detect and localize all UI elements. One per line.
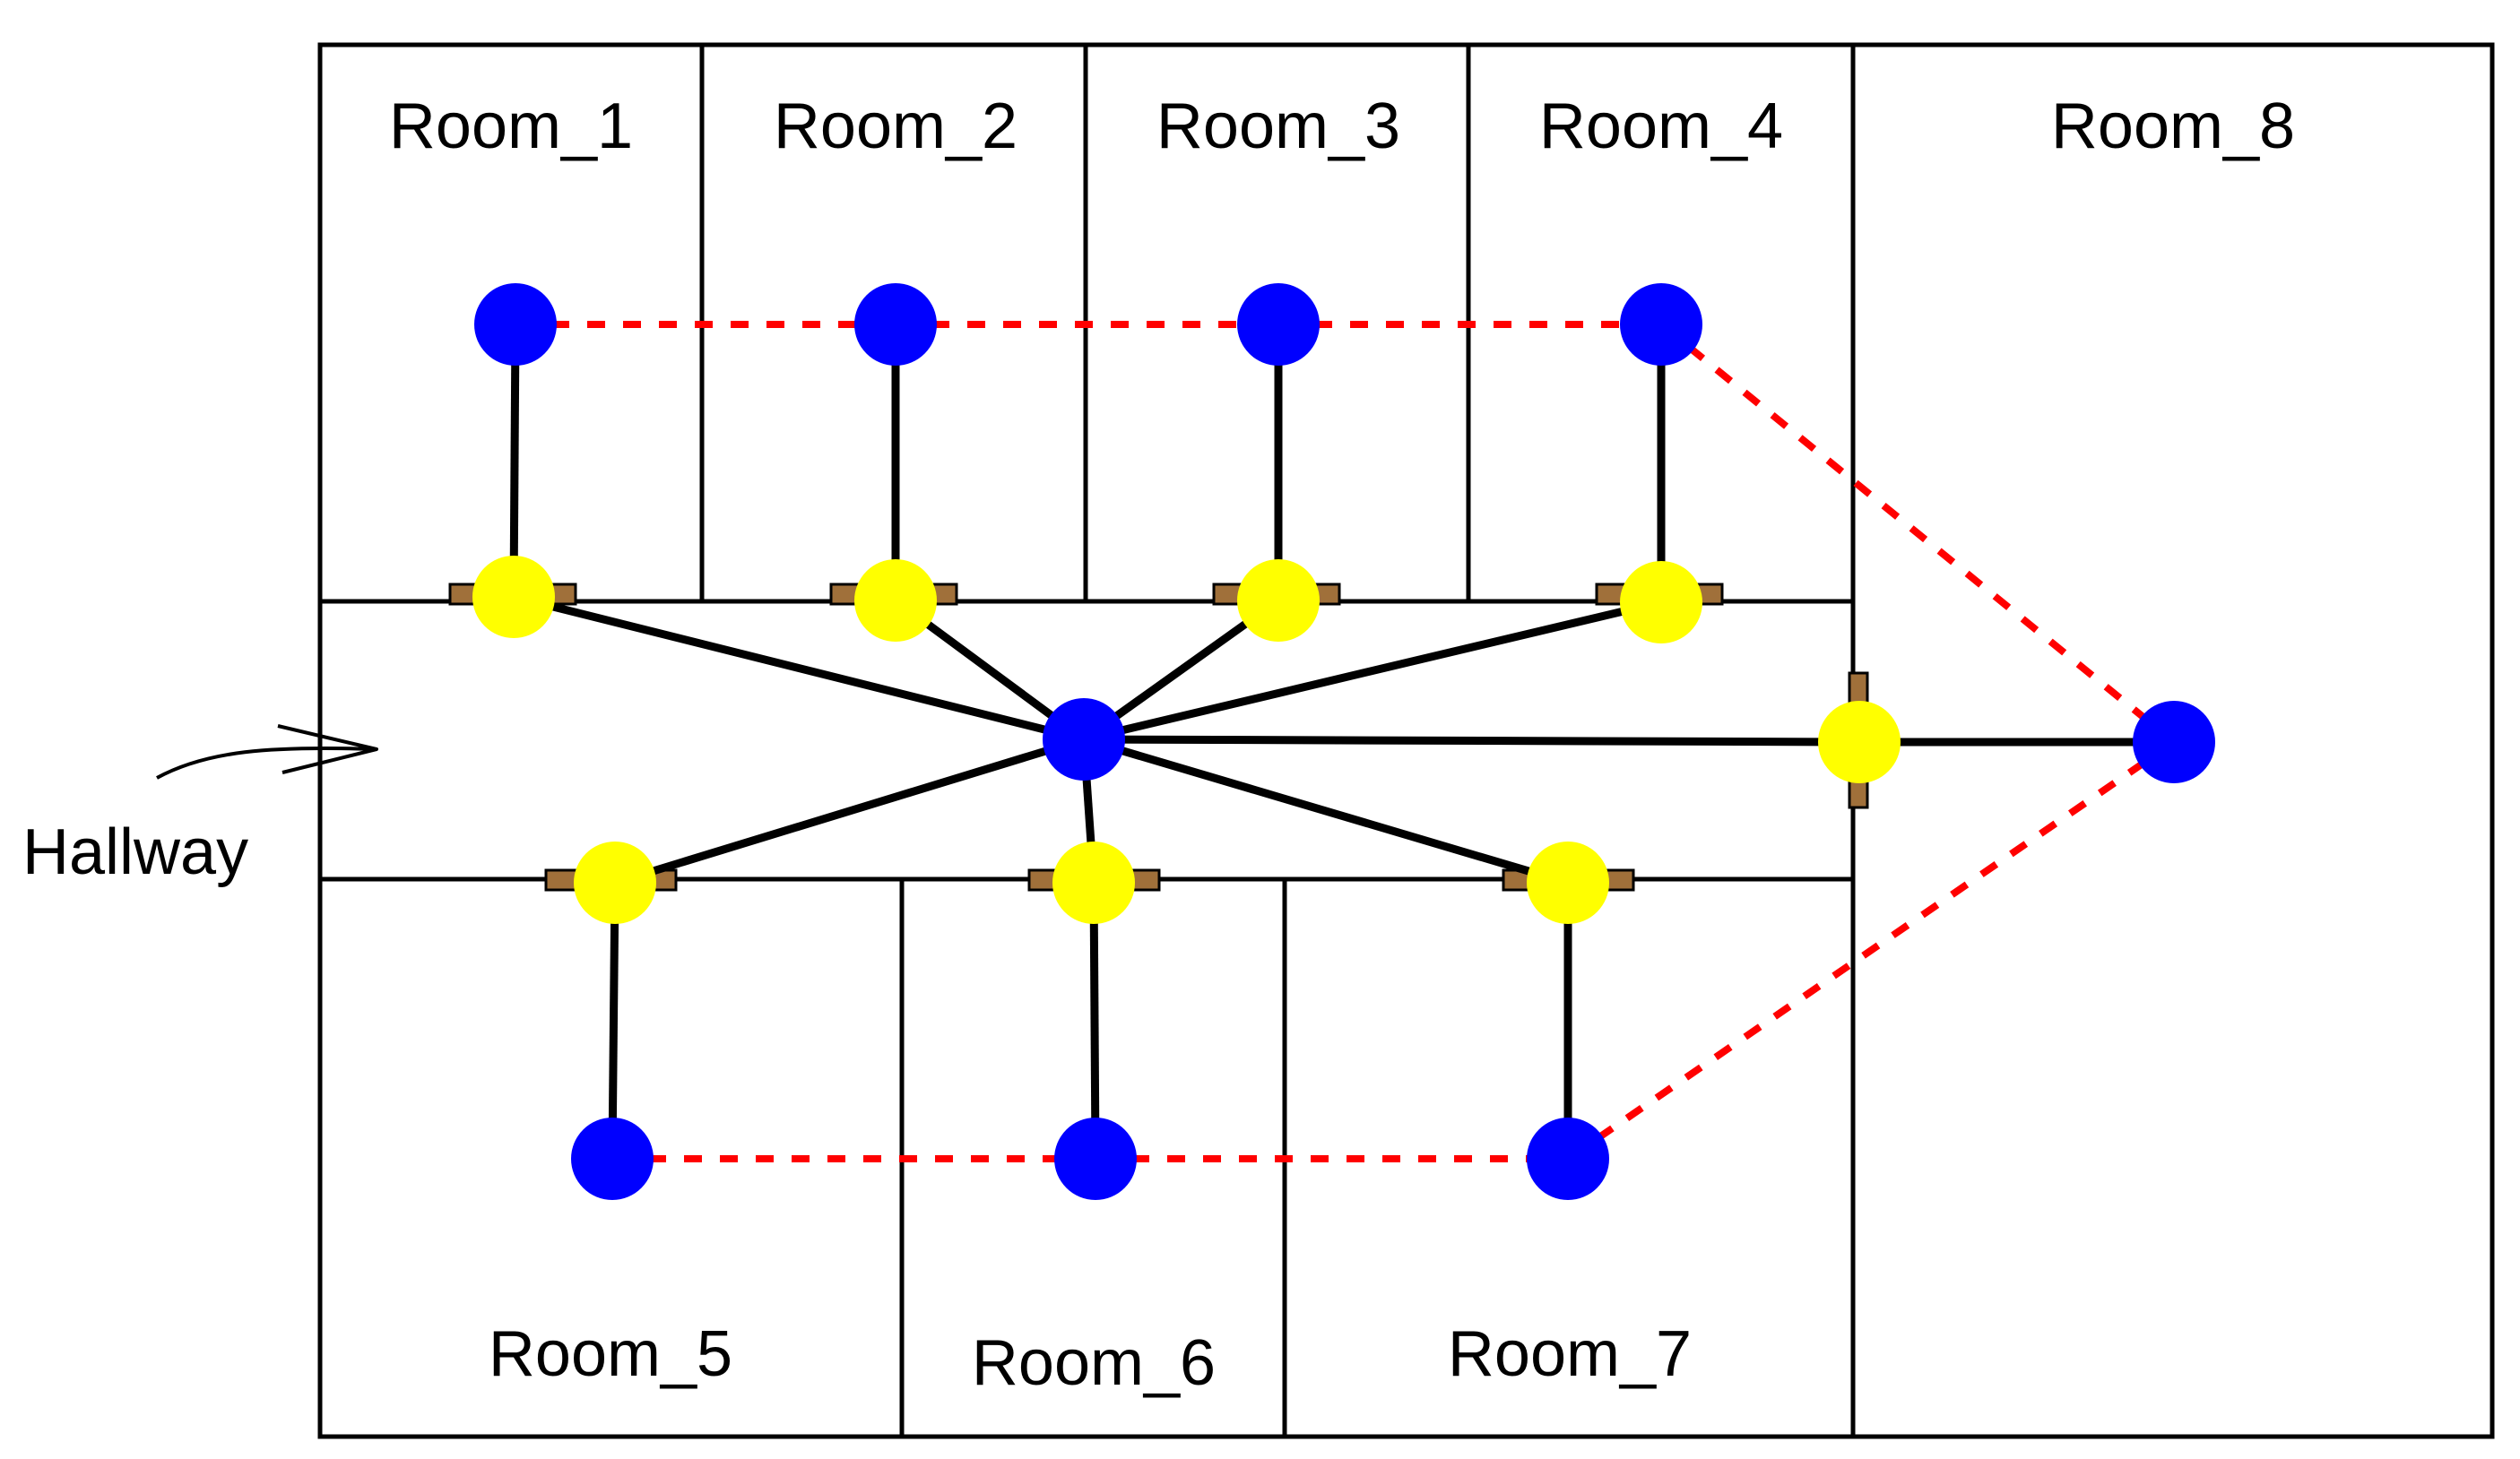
solid-edge-room1-door1 [509, 324, 520, 598]
hallway-arrowhead [277, 724, 378, 774]
solid-edge-hallway-door8 [1083, 735, 1860, 747]
door3-node [1237, 559, 1320, 642]
building-outline [317, 42, 2495, 1439]
nodes [472, 283, 2215, 1200]
solid-edge-hallway-door4 [1082, 598, 1663, 744]
room2-node [854, 283, 937, 366]
room4-node [1620, 283, 1702, 366]
door5-node [574, 842, 656, 924]
room1-node [474, 283, 557, 366]
hallway-arrow [156, 746, 377, 780]
solid-edge-room5-door5 [608, 882, 619, 1160]
room3-node [1237, 283, 1320, 366]
solid-edge-hallway-door5 [613, 735, 1086, 887]
room-3-label: Room_3 [1156, 91, 1400, 162]
room-6-label: Room_6 [972, 1327, 1216, 1399]
door8-node [1818, 701, 1901, 783]
solid-edge-hallway-door7 [1082, 735, 1570, 887]
room5-node [571, 1118, 654, 1200]
hallway-label: Hallway [22, 816, 248, 888]
door4-node [1620, 561, 1702, 643]
room-7-label: Room_7 [1448, 1318, 1692, 1390]
room-5-label: Room_5 [489, 1318, 732, 1390]
hallway-node [1043, 698, 1125, 781]
room6-node [1054, 1118, 1137, 1200]
room-2-label: Room_2 [774, 91, 1018, 162]
solid-edges [509, 324, 2174, 1160]
solid-edge-hallway-door1 [512, 592, 1086, 744]
room7-node [1527, 1118, 1609, 1200]
door6-node [1052, 842, 1135, 924]
room8-node [2133, 701, 2215, 783]
door7-node [1527, 842, 1609, 924]
room-4-label: Room_4 [1539, 91, 1783, 162]
room-1-label: Room_1 [389, 91, 633, 162]
room-labels: Room_1 Room_2 Room_3 Room_4 Room_8 Room_… [389, 91, 2295, 1399]
door1-node [472, 556, 555, 638]
solid-edge-room6-door6 [1089, 882, 1100, 1160]
dashed-edge-room7-room8 [1565, 738, 2177, 1162]
dashed-edge-room4-room8 [1658, 321, 2177, 746]
door2-node [854, 559, 937, 642]
room-8-label: Room_8 [2051, 91, 2295, 162]
hallway-annotation: Hallway [22, 724, 378, 888]
dashed-edges [515, 321, 2177, 1162]
